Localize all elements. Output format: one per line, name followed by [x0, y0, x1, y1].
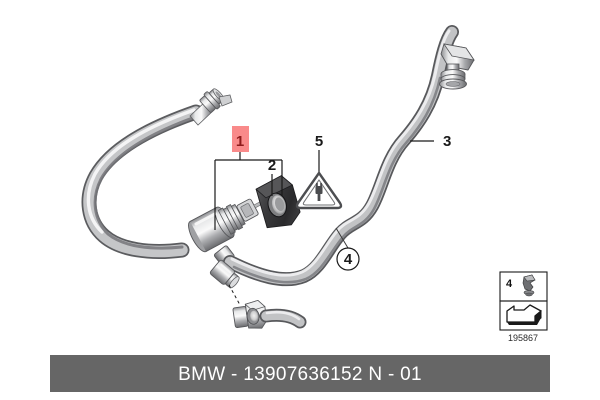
electrical-warning-triangle — [295, 171, 343, 210]
callout-4-leader — [335, 227, 349, 249]
legend-lower-cell — [499, 300, 548, 331]
callout-4-label: 4 — [344, 251, 353, 268]
vent-line-hose-right — [223, 25, 459, 287]
callout-1-bracket — [214, 159, 283, 230]
callout-2-label: 2 — [268, 157, 276, 174]
legend-box: 4 195867 — [499, 271, 548, 343]
lower-connector-lower-half — [232, 300, 307, 329]
callout-1-group: 1 — [214, 126, 283, 230]
assembly-guide-line — [228, 284, 241, 306]
quick-connect-fitting-top-left — [189, 88, 233, 126]
callout-5-label: 5 — [315, 133, 323, 150]
callout-4-circle — [336, 247, 360, 271]
callout-1-highlight — [232, 126, 249, 152]
legend-item-number: 4 — [506, 278, 513, 290]
plug-icon — [315, 183, 323, 201]
lower-connector-upper-half — [209, 259, 240, 289]
rubber-mount-grommet — [255, 175, 301, 229]
callout-2-group: 2 — [268, 157, 276, 196]
legend-caption: 195867 — [508, 333, 538, 343]
footer-part-label: BMW - 13907636152 N - 01 — [178, 364, 422, 385]
insertion-arrow-icon — [506, 304, 542, 325]
hose-end-fitting-top-right — [439, 43, 475, 90]
connector-part-icon — [522, 274, 536, 297]
callout-4-group: 4 — [335, 227, 360, 271]
footer-bar — [50, 355, 550, 392]
callout-5-group: 5 — [315, 133, 323, 172]
main-hose-loop — [81, 104, 204, 259]
callout-3-label: 3 — [443, 133, 451, 150]
callout-3-group: 3 — [410, 133, 451, 150]
callout-1-label: 1 — [236, 133, 244, 150]
